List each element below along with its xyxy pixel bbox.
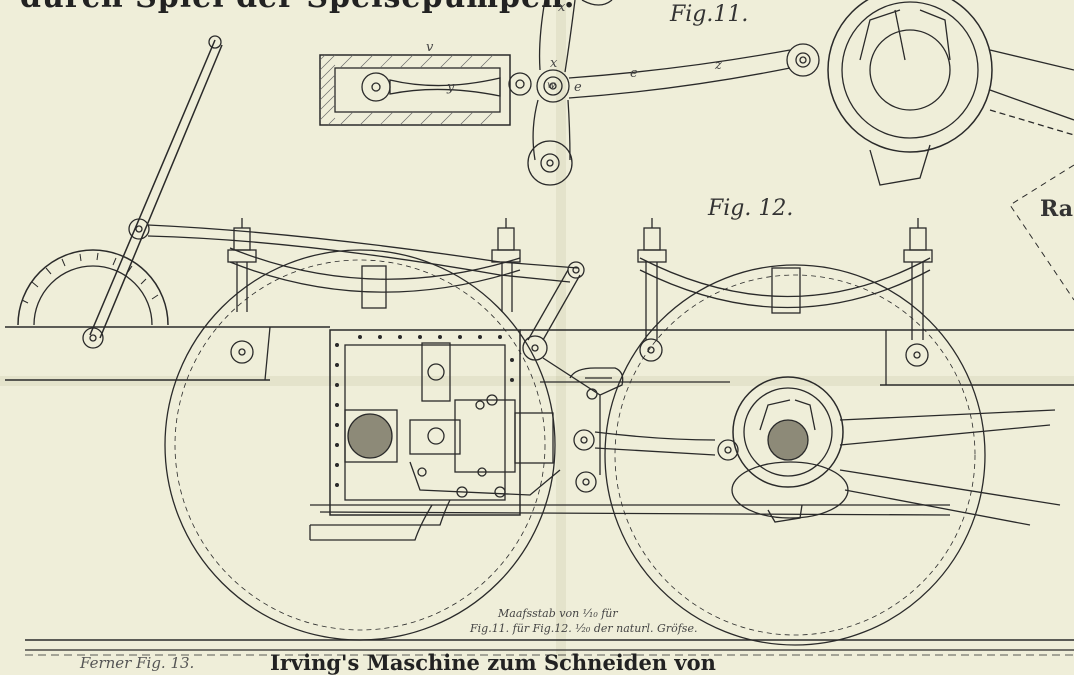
scale-note: Maafsstab von ¹⁄₁₀ für Fig.11. für Fig.1… <box>470 606 697 636</box>
part-label-e1: e <box>574 80 582 95</box>
fig11-drawing <box>319 0 1074 186</box>
scale-note-line2: Fig.11. für Fig.12. ¹⁄₂₀ der naturl. Grö… <box>470 622 698 635</box>
part-label-w: w <box>547 80 556 91</box>
part-label-y: y <box>447 80 455 95</box>
part-label-x-mid: x <box>550 56 558 71</box>
fig12-drawing <box>5 35 1074 656</box>
header-title: durch Spiel der Speisepumpen. <box>20 0 575 15</box>
scale-note-line1: Maafsstab von ¹⁄₁₀ für <box>498 607 618 620</box>
paper-fold-horizontal <box>0 376 1074 386</box>
part-label-v: v <box>426 40 434 55</box>
bottom-title: Irving's Maschine zum Schneiden von <box>270 650 716 675</box>
paper-fold-vertical <box>556 0 566 667</box>
fig11-label: Fig.11. <box>670 2 749 27</box>
bottom-left-text: Ferner Fig. 13. <box>80 654 195 672</box>
side-label: Ra <box>1040 196 1074 222</box>
part-label-z: z <box>715 58 722 73</box>
part-label-x-top: x <box>558 0 566 15</box>
part-label-e2: e <box>630 66 638 81</box>
fig12-label: Fig. 12. <box>708 196 794 221</box>
